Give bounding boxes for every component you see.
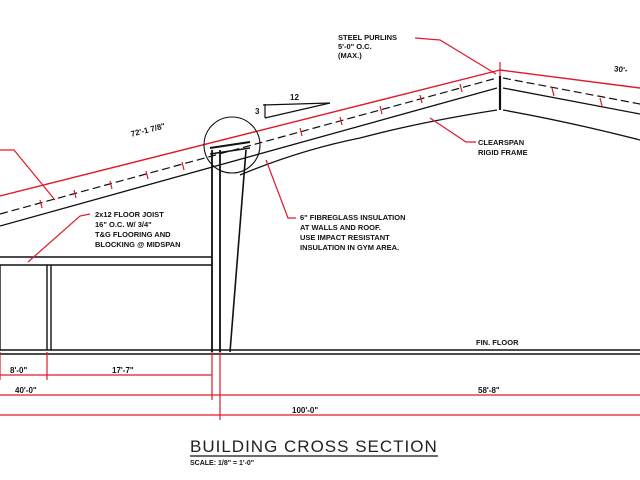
frame-leader	[429, 117, 476, 143]
eave-beam-bottom	[209, 147, 251, 155]
svg-text:16" O.C. W/ 3/4": 16" O.C. W/ 3/4"	[95, 220, 152, 229]
svg-text:RIGID FRAME: RIGID FRAME	[478, 148, 528, 157]
svg-text:T&G FLOORING AND: T&G FLOORING AND	[95, 230, 171, 239]
svg-text:6" FIBREGLASS INSULATION: 6" FIBREGLASS INSULATION	[300, 213, 406, 222]
drawing-title: BUILDING CROSS SECTION	[190, 437, 438, 456]
pitch-run-label: 12	[290, 93, 299, 102]
svg-text:STEEL PURLINS: STEEL PURLINS	[338, 33, 397, 42]
bay-main-dimension: 17'-7"	[112, 366, 134, 375]
finished-floor-label: FIN. FLOOR	[476, 338, 519, 347]
joist-note: 2x12 FLOOR JOIST 16" O.C. W/ 3/4" T&G FL…	[95, 210, 181, 249]
svg-text:INSULATION IN GYM AREA.: INSULATION IN GYM AREA.	[300, 243, 399, 252]
rigid-frame-underside-right	[502, 109, 640, 141]
pitch-rise-label: 3	[255, 107, 260, 116]
leader-lines	[0, 37, 497, 263]
roof-dimension-line-right	[499, 69, 640, 89]
purlin-leader	[414, 37, 497, 75]
right-section-dimension: 58'-8"	[478, 386, 500, 395]
svg-text:USE IMPACT RESISTANT: USE IMPACT RESISTANT	[300, 233, 390, 242]
roof-dimension-line-left	[0, 69, 501, 197]
drawing-scale: SCALE: 1/8" = 1'-0"	[190, 460, 254, 467]
svg-text:(MAX.): (MAX.)	[338, 51, 362, 60]
svg-text:CLEARSPAN: CLEARSPAN	[478, 138, 524, 147]
insulation-note: 6" FIBREGLASS INSULATION AT WALLS AND RO…	[300, 213, 406, 252]
roof-left-slope-dimension: 72'-1 7/8"	[130, 121, 166, 138]
roof-pitch-symbol: 12 3	[255, 93, 331, 119]
svg-text:BLOCKING @ MIDSPAN: BLOCKING @ MIDSPAN	[95, 240, 181, 249]
roof-sheathing-line-right	[502, 87, 640, 115]
overall-dimension: 100'-0"	[292, 406, 318, 415]
roof-sheathing-line-left	[0, 87, 498, 227]
rigid-frame-column	[229, 149, 247, 353]
bay-small-dimension: 8'-0"	[10, 366, 27, 375]
svg-text:5'-0" O.C.: 5'-0" O.C.	[338, 42, 372, 51]
purlin-note: STEEL PURLINS 5'-0" O.C. (MAX.)	[338, 33, 397, 60]
svg-text:2x12 FLOOR JOIST: 2x12 FLOOR JOIST	[95, 210, 164, 219]
roof-right-slope-dimension: 30'-	[614, 64, 629, 75]
svg-text:AT WALLS AND ROOF.: AT WALLS AND ROOF.	[300, 223, 381, 232]
purlin-markers	[39, 83, 603, 209]
insulation-leader	[265, 159, 296, 219]
left-edge-leader	[0, 149, 56, 201]
rigid-frame-underside-left	[239, 109, 498, 176]
left-section-dimension: 40'-0"	[15, 386, 37, 395]
eave-beam-top	[209, 141, 251, 149]
detail-callout-circle	[203, 116, 261, 174]
joist-leader	[27, 213, 91, 263]
roof-purlin-line-right	[502, 77, 640, 105]
frame-note: CLEARSPAN RIGID FRAME	[478, 138, 528, 157]
roof-purlin-line-left	[0, 77, 498, 215]
dimension-lines	[0, 352, 640, 420]
